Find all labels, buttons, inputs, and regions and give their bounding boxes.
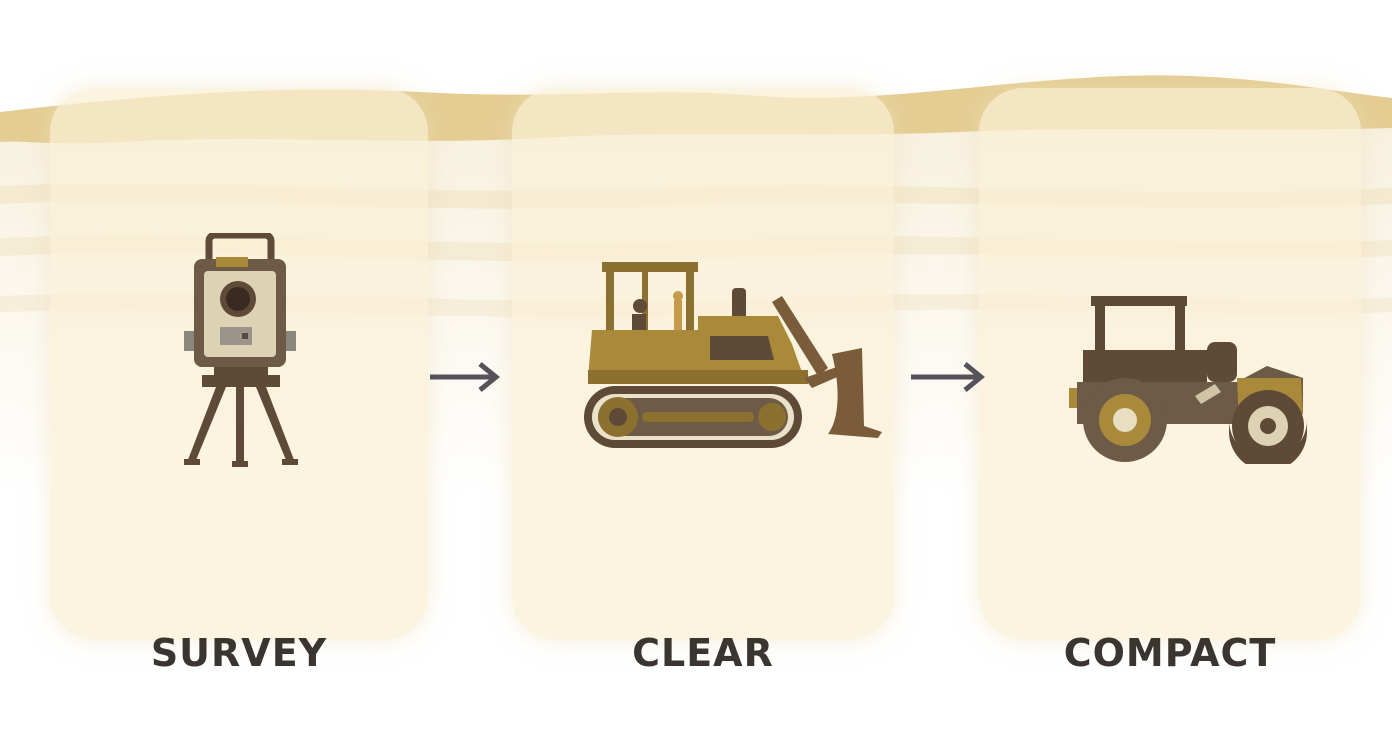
step-label-compact: COMPACT <box>1063 631 1277 675</box>
clear-step-card: CLEAR <box>512 88 894 675</box>
compact-step-card: COMPACT <box>979 88 1361 675</box>
arrow-right-icon <box>911 362 985 392</box>
bulldozer-icon <box>584 262 882 448</box>
arrow-right-icon <box>430 362 500 392</box>
road-roller-icon <box>1069 296 1307 464</box>
step-label-clear: CLEAR <box>632 631 774 675</box>
survey-step-card: SURVEY <box>50 88 428 675</box>
total-station-icon <box>184 233 298 467</box>
step-label-survey: SURVEY <box>150 631 328 675</box>
